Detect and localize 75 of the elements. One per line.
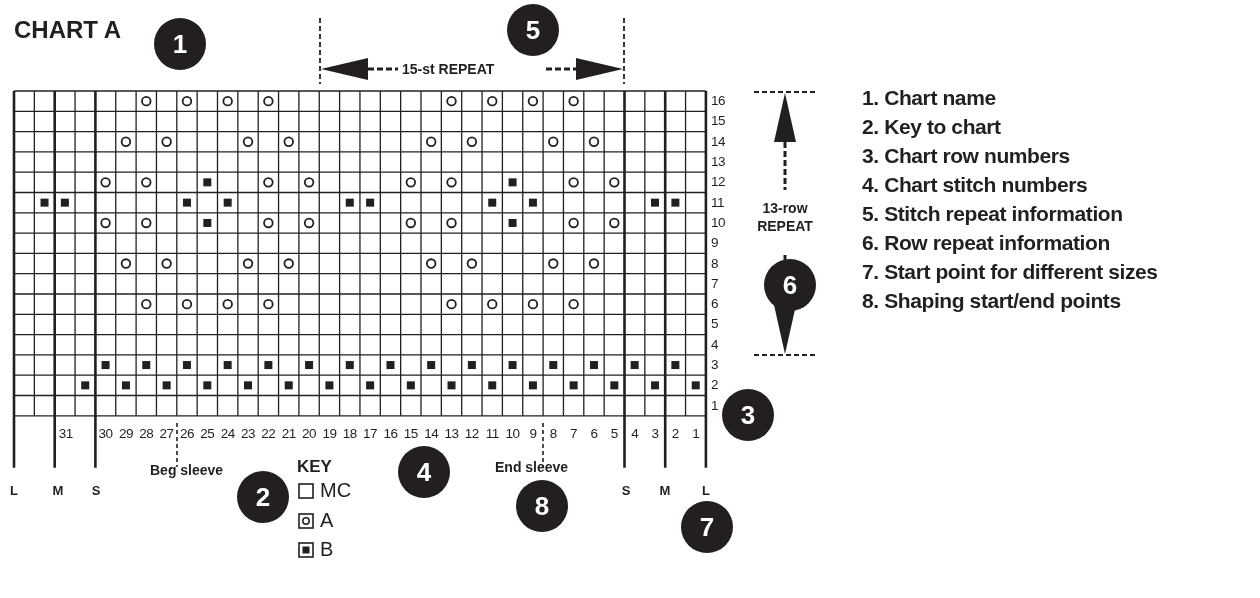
legend-list-item: 3. Chart row numbers [862,145,1070,166]
size-label: S [620,484,632,497]
stitch-number: 26 [178,427,195,441]
row-number: 12 [711,175,726,189]
stitch-number: 27 [158,427,175,441]
row-number: 16 [711,94,726,108]
stitch-number: 31 [57,427,74,441]
row-number: 15 [711,114,726,128]
callout-number: 3 [722,389,774,441]
row-number: 1 [711,398,718,413]
stitch-number: 30 [97,427,114,441]
row-number: 3 [711,358,718,372]
stitch-number: 8 [548,427,558,441]
stitch-number: 25 [199,427,216,441]
row-number: 2 [711,378,718,392]
row-number: 5 [711,317,718,331]
stitch-number: 14 [423,427,440,441]
row-number: 10 [711,215,726,230]
stitch-number: 11 [484,427,500,441]
size-label: L [701,484,711,497]
legend-list-item: 7. Start point for different sizes [862,261,1158,282]
row-number: 13 [711,155,726,169]
stitch-number: 2 [670,427,680,441]
legend-list-item: 4. Chart stitch numbers [862,174,1088,195]
row-number: 14 [711,134,726,149]
legend-list-item: 1. Chart name [862,87,996,108]
legend-list-item: 8. Shaping start/end points [862,290,1121,311]
row-number: 6 [711,297,718,311]
callout-number: 1 [154,18,206,70]
stitch-number: 29 [117,427,134,441]
stitch-number: 17 [362,427,379,441]
size-label: L [9,484,19,497]
callout-number: 4 [398,446,450,498]
stitch-number: 3 [650,427,660,441]
stitch-number: 9 [528,427,538,441]
callout-number: 8 [516,480,568,532]
key-label: MC [320,480,352,500]
row-number: 11 [711,195,724,210]
stitch-number: 23 [240,427,257,441]
legend-list-item: 2. Key to chart [862,116,1001,137]
size-label: M [51,484,65,497]
stitch-number: 4 [630,427,640,441]
chart-title: CHART A [14,16,122,44]
repeat-label: 13-row REPEAT [756,199,814,236]
stitch-number: 6 [589,427,599,441]
size-label: M [658,484,672,497]
callout-number: 2 [237,471,289,523]
stitch-number: 28 [138,427,155,441]
callout-number: 5 [507,4,559,56]
stitch-number: 10 [504,427,521,441]
stitch-number: 19 [321,427,338,441]
stitch-number: 16 [382,427,399,441]
row-number: 4 [711,337,718,352]
row-number: 7 [711,276,718,291]
stitch-number: 5 [609,427,619,441]
stitch-number: 22 [260,427,277,441]
legend-list-item: 5. Stitch repeat information [862,203,1123,224]
stitch-number: 24 [219,427,236,441]
stitch-number: 21 [280,427,297,441]
size-label: S [90,484,102,497]
row-number: 8 [711,256,718,271]
stitch-number: 18 [341,427,358,441]
stitch-number: 1 [691,427,701,441]
key-heading: KEY [297,458,332,475]
legend-list-item: 6. Row repeat information [862,232,1110,253]
key-label: A [320,509,334,530]
stitch-number: 12 [463,427,480,441]
stitch-number: 20 [301,427,318,441]
callout-number: 6 [764,259,816,311]
stitch-number: 15 [402,427,419,441]
callout-number: 7 [681,501,733,553]
key-label: B [320,539,334,559]
stitch-number: 7 [569,427,579,441]
stitch-number: 13 [443,427,460,441]
row-number: 9 [711,236,718,250]
